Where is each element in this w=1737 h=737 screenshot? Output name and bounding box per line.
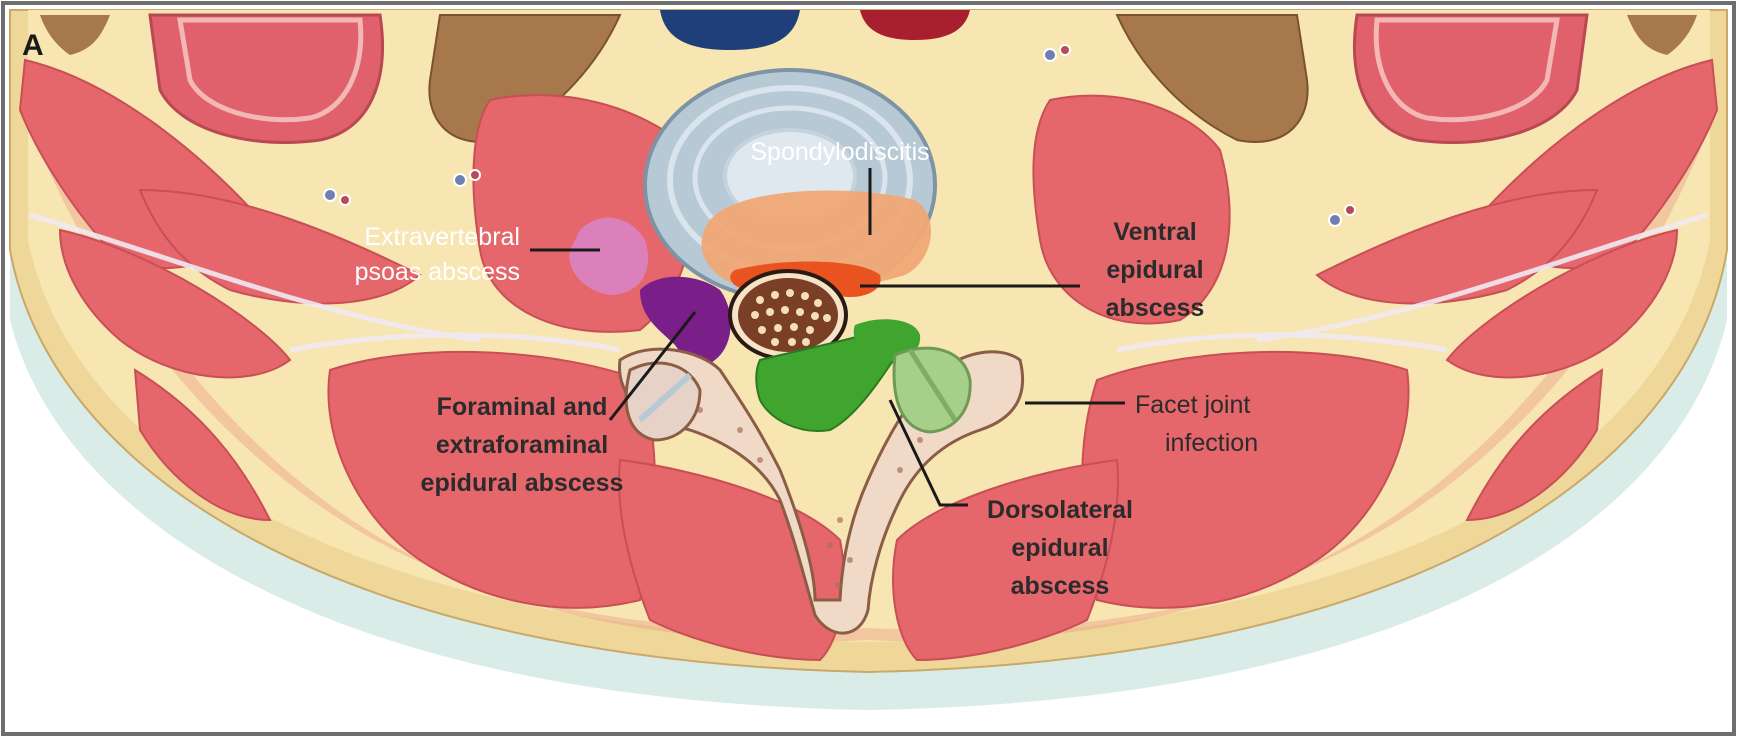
dorsolateral-label-line3: abscess (1011, 572, 1110, 600)
dorsolateral-label-line1: Dorsolateral (987, 496, 1133, 524)
ventral-label-line3: abscess (1106, 294, 1205, 322)
dorsolateral-label-line2: epidural (1011, 534, 1108, 562)
foraminal-label-line3: epidural abscess (421, 469, 624, 497)
foraminal-label-line1: Foraminal and (437, 393, 608, 421)
spondylodiscitis-label: Spondylodiscitis (750, 138, 929, 166)
foraminal-label-line2: extraforaminal (436, 431, 608, 459)
facet-joint-infection-region (894, 348, 970, 432)
extravertebral-label-line1: Extravertebral (364, 223, 520, 251)
ventral-label-line1: Ventral (1113, 218, 1196, 246)
extravertebral-label-line2: psoas abscess (355, 258, 520, 286)
right-psoas-muscle (1033, 96, 1229, 324)
ventral-label-line2: epidural (1106, 256, 1203, 284)
facet-label-line2: infection (1165, 429, 1258, 457)
panel-letter: A (22, 29, 44, 62)
facet-label-line1: Facet joint (1135, 391, 1250, 419)
